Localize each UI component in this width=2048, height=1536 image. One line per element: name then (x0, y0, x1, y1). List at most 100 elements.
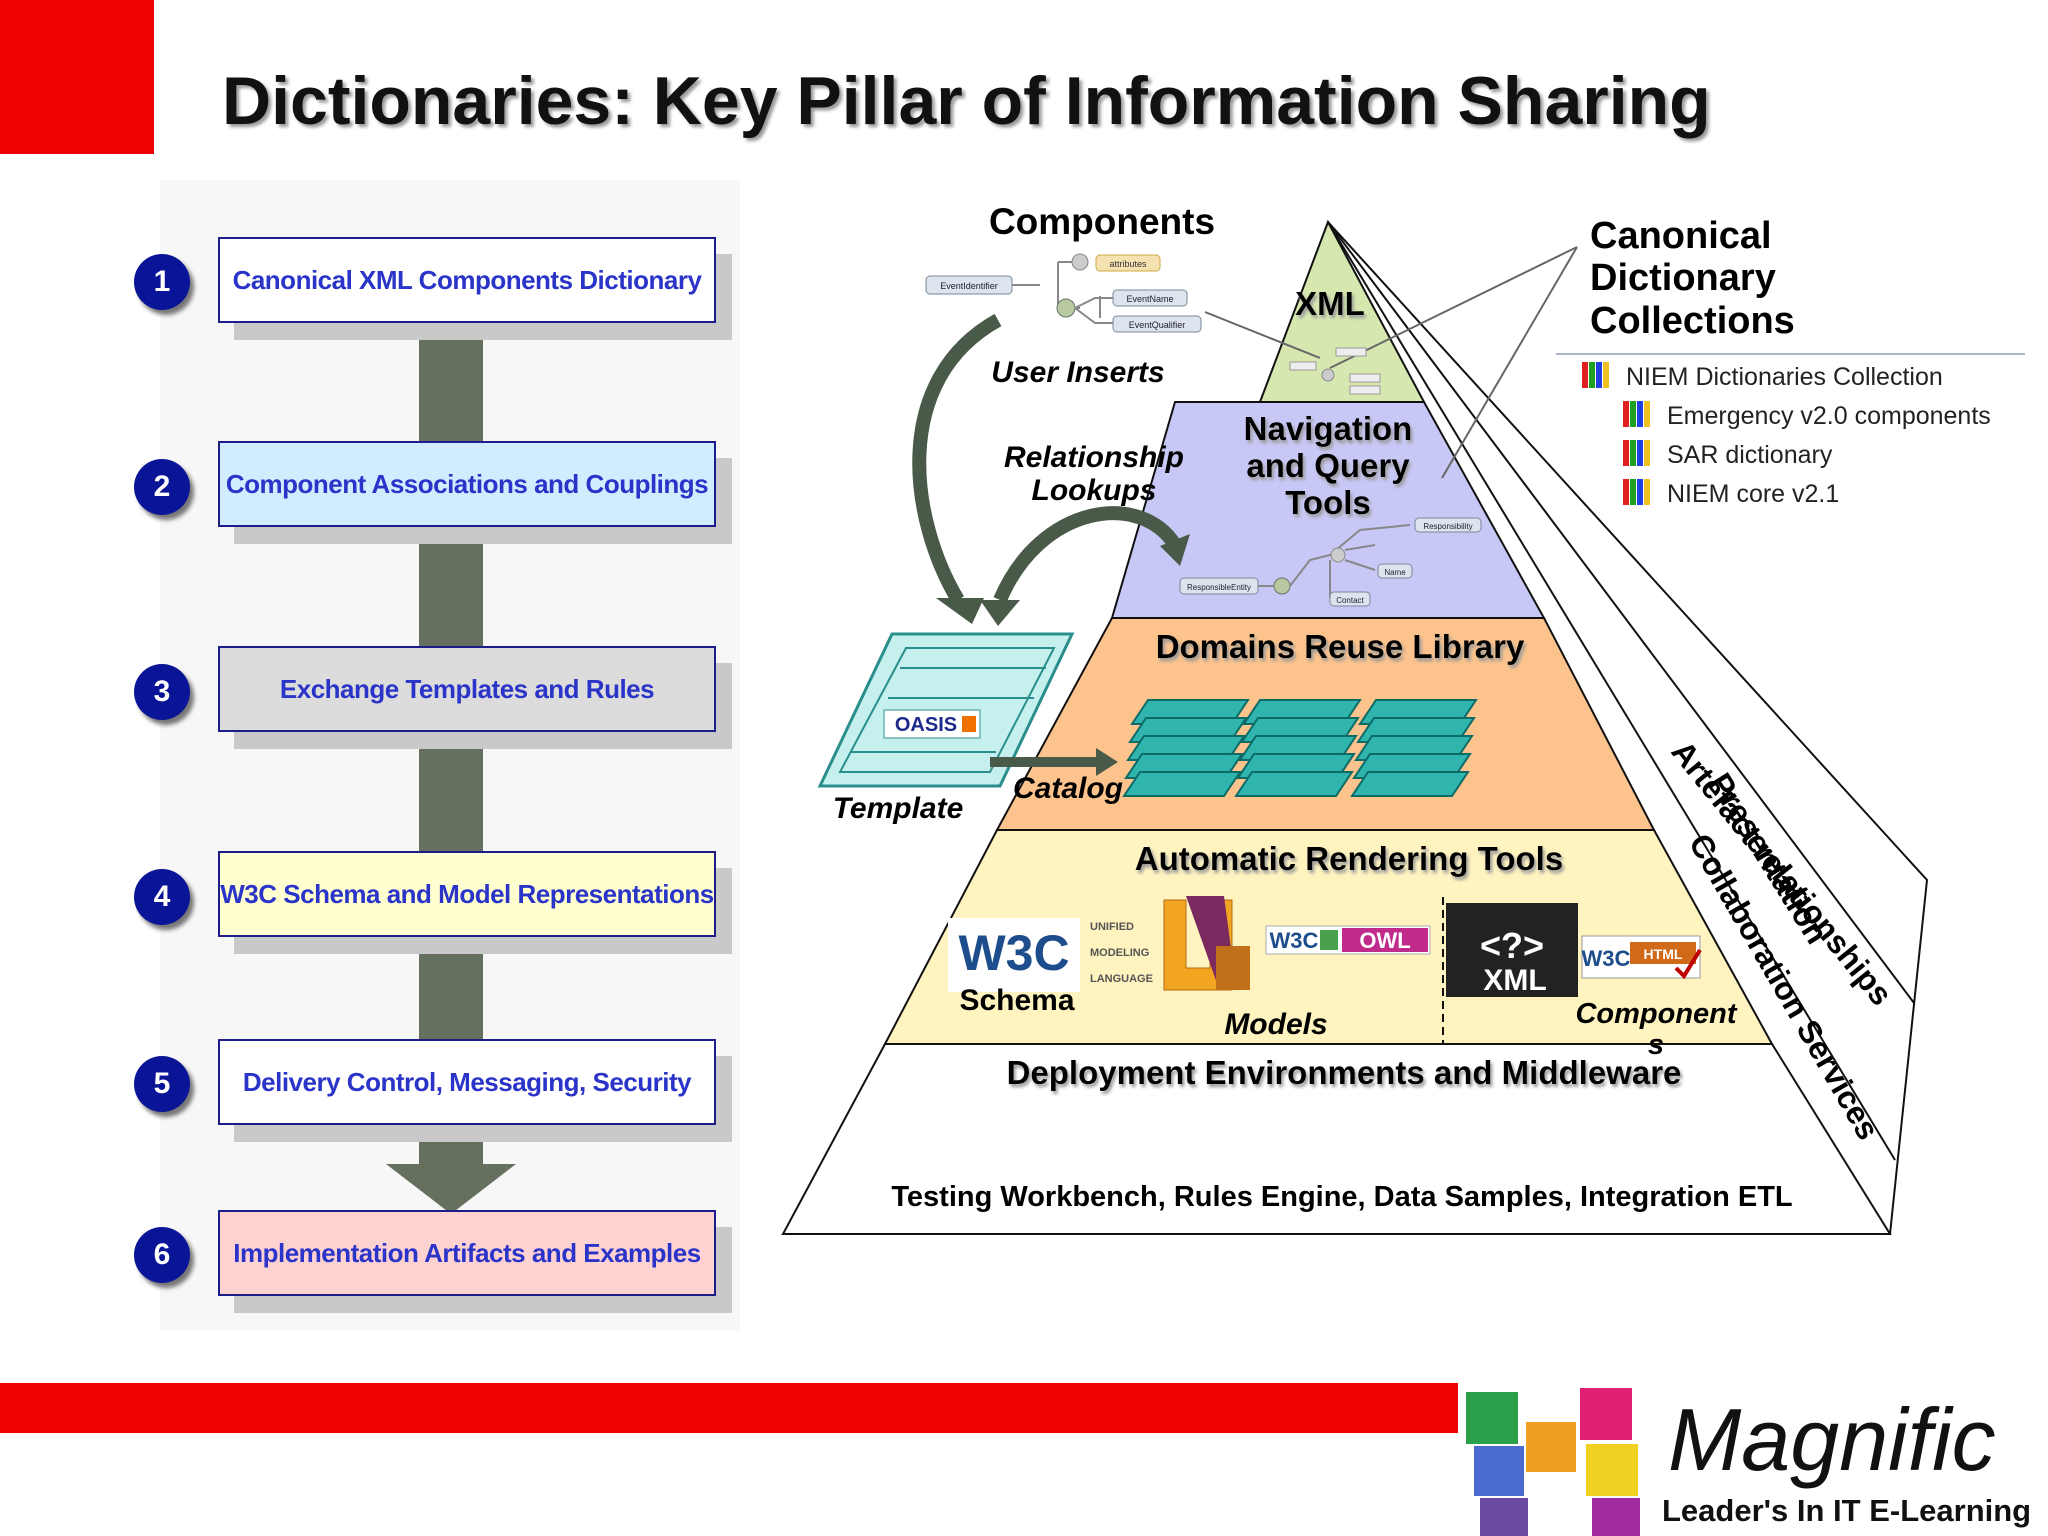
step-2-label: Component Associations and Couplings (225, 468, 709, 499)
schema-label: Schema (959, 984, 1074, 1017)
user-inserts-arrow (912, 313, 1002, 604)
red-corner-accent (0, 0, 154, 154)
node-contact (1329, 591, 1371, 607)
user-inserts-label: User Inserts (991, 356, 1164, 389)
components-label-line-1: Component (1575, 998, 1737, 1030)
canonical-heading-line-3: Collections (1590, 300, 1795, 342)
svg-text:<?>: <?> (1480, 925, 1544, 966)
node-event-identifier (925, 275, 1013, 295)
relationship-lookups-line-1: Relationship (1004, 441, 1184, 474)
step-5-label: Delivery Control, Messaging, Security (242, 1066, 692, 1097)
template-card: OASIS (817, 632, 1075, 788)
side-facet-divider-1 (1327, 221, 1915, 1004)
step-5-box: Delivery Control, Messaging, Security (218, 1039, 716, 1125)
relationship-lookups-arrow (993, 506, 1181, 603)
step-3-number: 3 (134, 664, 190, 720)
owl-logo: W3C OWL (1265, 925, 1431, 955)
step-1-box: Canonical XML Components Dictionary (218, 237, 716, 323)
side-facet-divider-2 (1327, 221, 1896, 1161)
node-responsible-entity-label: ResponsibleEntity (1187, 583, 1251, 592)
node-event-name-label: EventName (1126, 294, 1173, 304)
node-name-label: Name (1384, 568, 1406, 577)
html-logo-text: HTML (1644, 946, 1683, 962)
xml-level-mini-tree (1289, 347, 1381, 395)
magnific-logo-tagline: Leader's In IT E-Learning (1662, 1493, 2031, 1528)
base-text: Testing Workbench, Rules Engine, Data Sa… (891, 1181, 1792, 1213)
canonical-child-2-label: SAR dictionary (1667, 441, 1833, 469)
books-icon (1623, 401, 1650, 427)
oasis-logo-text: OASIS (895, 714, 957, 736)
step-5-number: 5 (134, 1056, 190, 1112)
w3c-logo: W3C (948, 918, 1080, 992)
user-inserts-arrow-head (936, 598, 984, 624)
navigation-level-mini-tree: ResponsibleEntity Responsibility Name Co… (1179, 517, 1482, 607)
canonical-child-2: SAR dictionary (1623, 440, 1833, 469)
canonical-root-item: NIEM Dictionaries Collection (1582, 362, 1943, 391)
canonical-child-3: NIEM core v2.1 (1623, 479, 1839, 508)
page-title: Dictionaries: Key Pillar of Information … (222, 63, 1711, 139)
relationship-lookups-arrow-head (1160, 534, 1190, 566)
uml-word-2: MODELING (1090, 947, 1149, 959)
level-navigation-line-1: Navigation (1244, 410, 1413, 447)
html-w3c-text: W3C (1582, 946, 1631, 971)
catalog-stacks (1122, 699, 1478, 797)
owl-logo-text: OWL (1359, 928, 1410, 953)
process-arrow-head (386, 1164, 516, 1214)
books-icon (1582, 362, 1609, 388)
node-event-qualifier-label: EventQualifier (1129, 320, 1186, 330)
level-rendering-label: Automatic Rendering Tools (1135, 840, 1563, 877)
level-navigation-line-3: Tools (1285, 484, 1371, 521)
node-name (1377, 563, 1413, 579)
uml-word-1: UNIFIED (1090, 921, 1134, 933)
components-connector (1204, 311, 1321, 359)
magnific-logo-name: Magnific (1668, 1390, 1996, 1489)
step-3-label: Exchange Templates and Rules (279, 673, 655, 704)
catalog-arrow-head (1096, 748, 1118, 776)
level-navigation-line-2: and Query (1246, 447, 1410, 484)
step-3-box: Exchange Templates and Rules (218, 646, 716, 732)
canonical-connector-2 (1441, 246, 1578, 479)
node-attributes (1095, 254, 1161, 272)
relationship-lookups-line-2: Lookups (1032, 474, 1157, 507)
step-2-number: 2 (134, 459, 190, 515)
magnific-logo-icon (1466, 1388, 1640, 1536)
xml-logo: <?> XML (1446, 903, 1578, 997)
step-6-number: 6 (134, 1227, 190, 1283)
catalog-label: Catalog (1013, 772, 1123, 805)
canonical-child-1-label: Emergency v2.0 components (1667, 402, 1991, 430)
step-2-box: Component Associations and Couplings (218, 441, 716, 527)
books-icon (1623, 440, 1650, 466)
level-domains-label: Domains Reuse Library (1156, 628, 1525, 665)
bottom-red-bar (0, 1383, 1458, 1433)
canonical-child-1: Emergency v2.0 components (1623, 401, 1991, 430)
node-event-qualifier (1112, 315, 1202, 333)
owl-w3c-text: W3C (1270, 928, 1319, 953)
level-xml-label: XML (1295, 285, 1365, 322)
models-label: Models (1224, 1008, 1327, 1041)
canonical-child-3-label: NIEM core v2.1 (1667, 480, 1839, 508)
canonical-heading-line-1: Canonical (1590, 215, 1772, 257)
node-contact-label: Contact (1336, 596, 1364, 605)
side-facet-edge (1327, 221, 1929, 1235)
xml-logo-text: XML (1483, 964, 1546, 997)
canonical-root-label: NIEM Dictionaries Collection (1626, 363, 1943, 391)
step-1-number: 1 (134, 254, 190, 310)
components-label-line-2: s (1648, 1029, 1664, 1061)
step-6-label: Implementation Artifacts and Examples (233, 1237, 701, 1268)
step-4-number: 4 (134, 869, 190, 925)
step-1-label: Canonical XML Components Dictionary (232, 264, 702, 295)
step-6-box: Implementation Artifacts and Examples (218, 1210, 716, 1296)
components-tree-diagram: EventIdentifier attributes EventName Eve… (925, 253, 1202, 333)
w3c-logo-text: W3C (958, 925, 1069, 981)
level-deployment-label: Deployment Environments and Middleware (1007, 1054, 1682, 1091)
canonical-heading-line-2: Dictionary (1590, 257, 1776, 299)
node-responsibility-label: Responsibility (1423, 522, 1472, 531)
canonical-connector-1 (1329, 246, 1578, 369)
step-4-box: W3C Schema and Model Representations (218, 851, 716, 937)
node-attributes-label: attributes (1109, 259, 1147, 269)
node-event-name (1112, 289, 1188, 307)
components-heading: Components (989, 201, 1215, 242)
relationship-lookups-arrow-tail-head (980, 600, 1020, 626)
node-responsibility (1414, 517, 1482, 533)
